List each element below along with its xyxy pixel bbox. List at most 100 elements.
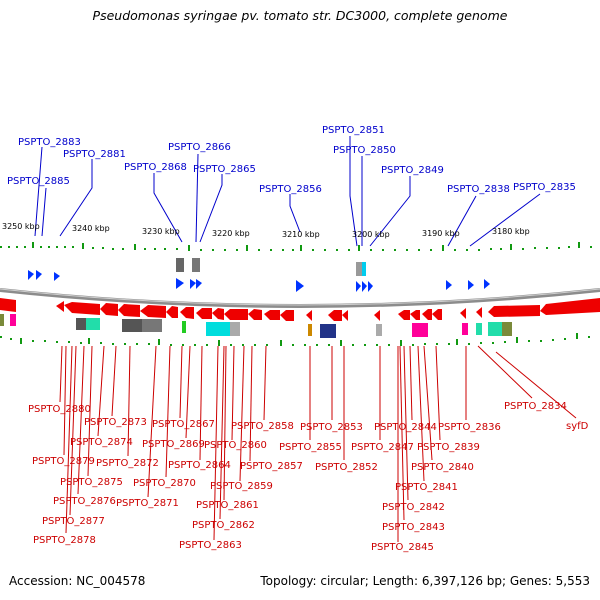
scale-label: 3210 kbp xyxy=(282,230,320,239)
gene-label-forward[interactable]: PSPTO_2850 xyxy=(333,145,396,156)
scale-label-group: 3250 kbp 3240 kbp 3230 kbp 3220 kbp 3210… xyxy=(2,222,530,239)
forward-gene xyxy=(484,279,490,289)
gene-label-forward[interactable]: PSPTO_2885 xyxy=(7,176,70,187)
genome-title: Pseudomonas syringae pv. tomato str. DC3… xyxy=(92,8,508,23)
reverse-gene xyxy=(374,310,380,321)
gene-label-forward[interactable]: PSPTO_2851 xyxy=(322,125,385,136)
reverse-gene xyxy=(180,307,194,319)
reverse-gene xyxy=(264,310,280,320)
gene-label-reverse[interactable]: PSPTO_2861 xyxy=(196,500,259,511)
reverse-gene xyxy=(0,298,16,312)
forward-leader-lines xyxy=(34,136,541,247)
gene-label-reverse[interactable]: syfD xyxy=(566,421,589,432)
scale-label: 3240 kbp xyxy=(72,224,110,233)
gene-label-reverse[interactable]: PSPTO_2873 xyxy=(84,417,147,428)
forward-blocks xyxy=(176,258,366,276)
gene-label-reverse[interactable]: PSPTO_2852 xyxy=(315,462,378,473)
gene-label-forward[interactable]: PSPTO_2838 xyxy=(447,184,510,195)
forward-gene xyxy=(190,279,196,289)
gene-label-reverse[interactable]: PSPTO_2876 xyxy=(53,496,116,507)
reverse-blocks xyxy=(0,314,512,338)
gene-label-forward[interactable]: PSPTO_2881 xyxy=(63,149,126,160)
gene-label-reverse[interactable]: PSPTO_2872 xyxy=(96,458,159,469)
forward-gene xyxy=(36,270,42,280)
gene-label-forward[interactable]: PSPTO_2866 xyxy=(168,142,231,153)
gene-label-forward[interactable]: PSPTO_2865 xyxy=(193,164,256,175)
reverse-gene xyxy=(398,310,410,320)
forward-gene xyxy=(368,281,373,292)
reverse-gene xyxy=(224,309,248,320)
gene-label-reverse[interactable]: PSPTO_2878 xyxy=(33,535,96,546)
gene-label-reverse[interactable]: PSPTO_2839 xyxy=(417,442,480,453)
gene-label-reverse[interactable]: PSPTO_2834 xyxy=(504,401,567,412)
scale-label: 3180 kbp xyxy=(492,227,530,236)
gene-label-reverse[interactable]: PSPTO_2870 xyxy=(133,478,196,489)
gene-label-reverse[interactable]: PSPTO_2871 xyxy=(116,498,179,509)
gene-label-reverse[interactable]: PSPTO_2874 xyxy=(70,437,133,448)
gene-label-reverse[interactable]: PSPTO_2860 xyxy=(204,440,267,451)
forward-gene xyxy=(28,270,34,280)
reverse-gene xyxy=(64,302,100,315)
gene-label-reverse[interactable]: PSPTO_2879 xyxy=(32,456,95,467)
gene-label-reverse[interactable]: PSPTO_2875 xyxy=(60,477,123,488)
reverse-gene xyxy=(306,310,312,321)
forward-genes xyxy=(28,270,490,292)
gene-label-reverse[interactable]: PSPTO_2840 xyxy=(411,462,474,473)
gene-label-reverse[interactable]: PSPTO_2836 xyxy=(438,422,501,433)
reverse-gene xyxy=(56,301,64,312)
gene-label-reverse[interactable]: PSPTO_2844 xyxy=(374,422,437,433)
reverse-genes xyxy=(0,298,600,321)
gene-label-reverse[interactable]: PSPTO_2841 xyxy=(395,482,458,493)
forward-gene xyxy=(176,278,184,289)
reverse-gene xyxy=(280,310,294,321)
gene-label-reverse[interactable]: PSPTO_2877 xyxy=(42,516,105,527)
gene-label-reverse[interactable]: PSPTO_2880 xyxy=(28,404,91,415)
gene-label-reverse[interactable]: PSPTO_2845 xyxy=(371,542,434,553)
gene-label-reverse[interactable]: PSPTO_2857 xyxy=(240,461,303,472)
genome-backbone xyxy=(0,288,600,308)
forward-gene xyxy=(196,279,202,289)
reverse-gene xyxy=(476,307,482,318)
reverse-gene xyxy=(432,309,442,320)
reverse-gene xyxy=(540,298,600,315)
reverse-leader-lines xyxy=(59,345,577,542)
gene-label-reverse[interactable]: PSPTO_2862 xyxy=(192,520,255,531)
scale-ticks xyxy=(0,242,592,346)
forward-gene xyxy=(296,280,304,292)
reverse-gene xyxy=(118,304,140,317)
gene-label-forward[interactable]: PSPTO_2883 xyxy=(18,137,81,148)
gene-label-forward[interactable]: PSPTO_2835 xyxy=(513,182,576,193)
gene-label-reverse[interactable]: PSPTO_2859 xyxy=(210,481,273,492)
accession-text: Accession: NC_004578 xyxy=(9,574,146,588)
gene-label-reverse[interactable]: PSPTO_2867 xyxy=(152,419,215,430)
reverse-gene xyxy=(140,305,166,318)
gene-label-reverse[interactable]: PSPTO_2843 xyxy=(382,522,445,533)
scale-label: 3190 kbp xyxy=(422,229,460,238)
forward-gene xyxy=(362,281,367,292)
reverse-gene xyxy=(488,305,540,317)
gene-label-forward[interactable]: PSPTO_2849 xyxy=(381,165,444,176)
reverse-gene xyxy=(328,310,342,321)
gene-label-reverse[interactable]: PSPTO_2847 xyxy=(351,442,414,453)
reverse-gene xyxy=(196,308,212,319)
scale-label: 3220 kbp xyxy=(212,229,250,238)
gene-label-reverse[interactable]: PSPTO_2853 xyxy=(300,422,363,433)
gene-label-reverse[interactable]: PSPTO_2869 xyxy=(142,439,205,450)
reverse-gene xyxy=(460,308,466,319)
reverse-gene xyxy=(422,309,432,320)
gene-label-forward[interactable]: PSPTO_2856 xyxy=(259,184,322,195)
gene-label-reverse[interactable]: PSPTO_2855 xyxy=(279,442,342,453)
reverse-label-group: PSPTO_2880 PSPTO_2873 PSPTO_2874 PSPTO_2… xyxy=(28,401,589,553)
gene-label-reverse[interactable]: PSPTO_2842 xyxy=(382,502,445,513)
gene-label-reverse[interactable]: PSPTO_2864 xyxy=(168,460,231,471)
forward-label-group: PSPTO_2883 PSPTO_2881 PSPTO_2885 PSPTO_2… xyxy=(7,125,576,195)
gene-label-forward[interactable]: PSPTO_2868 xyxy=(124,162,187,173)
forward-gene xyxy=(54,272,60,281)
reverse-gene xyxy=(100,303,118,316)
gene-label-reverse[interactable]: PSPTO_2863 xyxy=(179,540,242,551)
gene-label-reverse[interactable]: PSPTO_2858 xyxy=(231,421,294,432)
forward-gene xyxy=(468,280,474,290)
forward-gene xyxy=(356,281,361,292)
scale-label: 3250 kbp xyxy=(2,222,40,231)
scale-label: 3230 kbp xyxy=(142,227,180,236)
